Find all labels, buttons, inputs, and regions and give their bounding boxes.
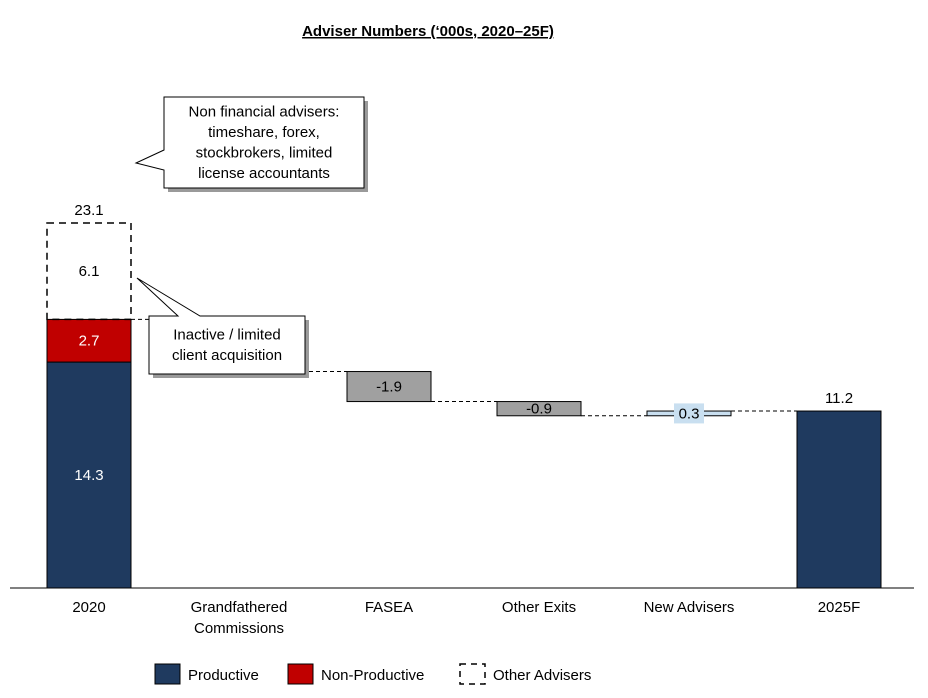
legend-item: Other Advisers [459,663,591,685]
bar-2025f-productive [796,410,882,589]
x-tick-label: Other Exits [502,599,576,616]
callout-text: timeshare, forex, [208,124,320,141]
legend-item: Non-Productive [287,663,424,685]
bars [46,222,882,589]
chart-title: Adviser Numbers (‘000s, 2020–25F) [302,23,554,40]
legend-label: Other Advisers [493,667,591,684]
legend-swatch [154,663,181,685]
legend: Productive Non-Productive Other Advisers [154,663,591,685]
bar-fasea [346,371,432,403]
data-label: 2.7 [79,333,100,350]
callout-text: client acquisition [172,347,282,364]
bar-2020-productive [46,361,132,589]
callout-text: Inactive / limited [173,327,281,344]
callout-text: license accountants [198,165,330,182]
callout-text: Non financial advisers: [189,104,340,121]
bar-2020-non-productive [46,318,132,363]
legend-item: Productive [154,663,259,685]
bar-2020-other-advisers [46,222,132,321]
legend-label: Productive [188,667,259,684]
legend-label: Non-Productive [321,667,424,684]
x-tick-label: Grandfathered [191,599,288,616]
data-label: 6.1 [79,263,100,280]
x-tick-label: FASEA [365,599,413,616]
data-label: 14.3 [74,467,103,484]
callout-text: stockbrokers, limited [196,145,333,162]
data-label: -0.9 [526,401,552,418]
legend-swatch [287,663,314,685]
data-labels: 14.32.76.123.1-3.3-1.9-0.90.311.2 [74,202,853,484]
callout-non-productive: Inactive / limited client acquisition [136,277,309,378]
x-tick-label: Commissions [194,620,284,637]
data-label-total: 23.1 [74,202,103,219]
callout-bubble [136,277,306,375]
data-label-background [674,403,704,424]
legend-swatch [459,663,486,685]
bar-other-exits [496,401,582,417]
callout-bubble [134,96,365,189]
x-tick-label: 2025F [818,599,861,616]
data-label: -1.9 [376,379,402,396]
x-tick-label: 2020 [72,599,105,616]
callout-other-advisers: Non financial advisers: timeshare, forex,… [134,96,368,192]
data-label: 11.2 [825,390,853,407]
callouts: Non financial advisers: timeshare, forex,… [134,96,368,378]
data-label: 0.3 [679,405,700,422]
x-tick-label: New Advisers [644,599,735,616]
